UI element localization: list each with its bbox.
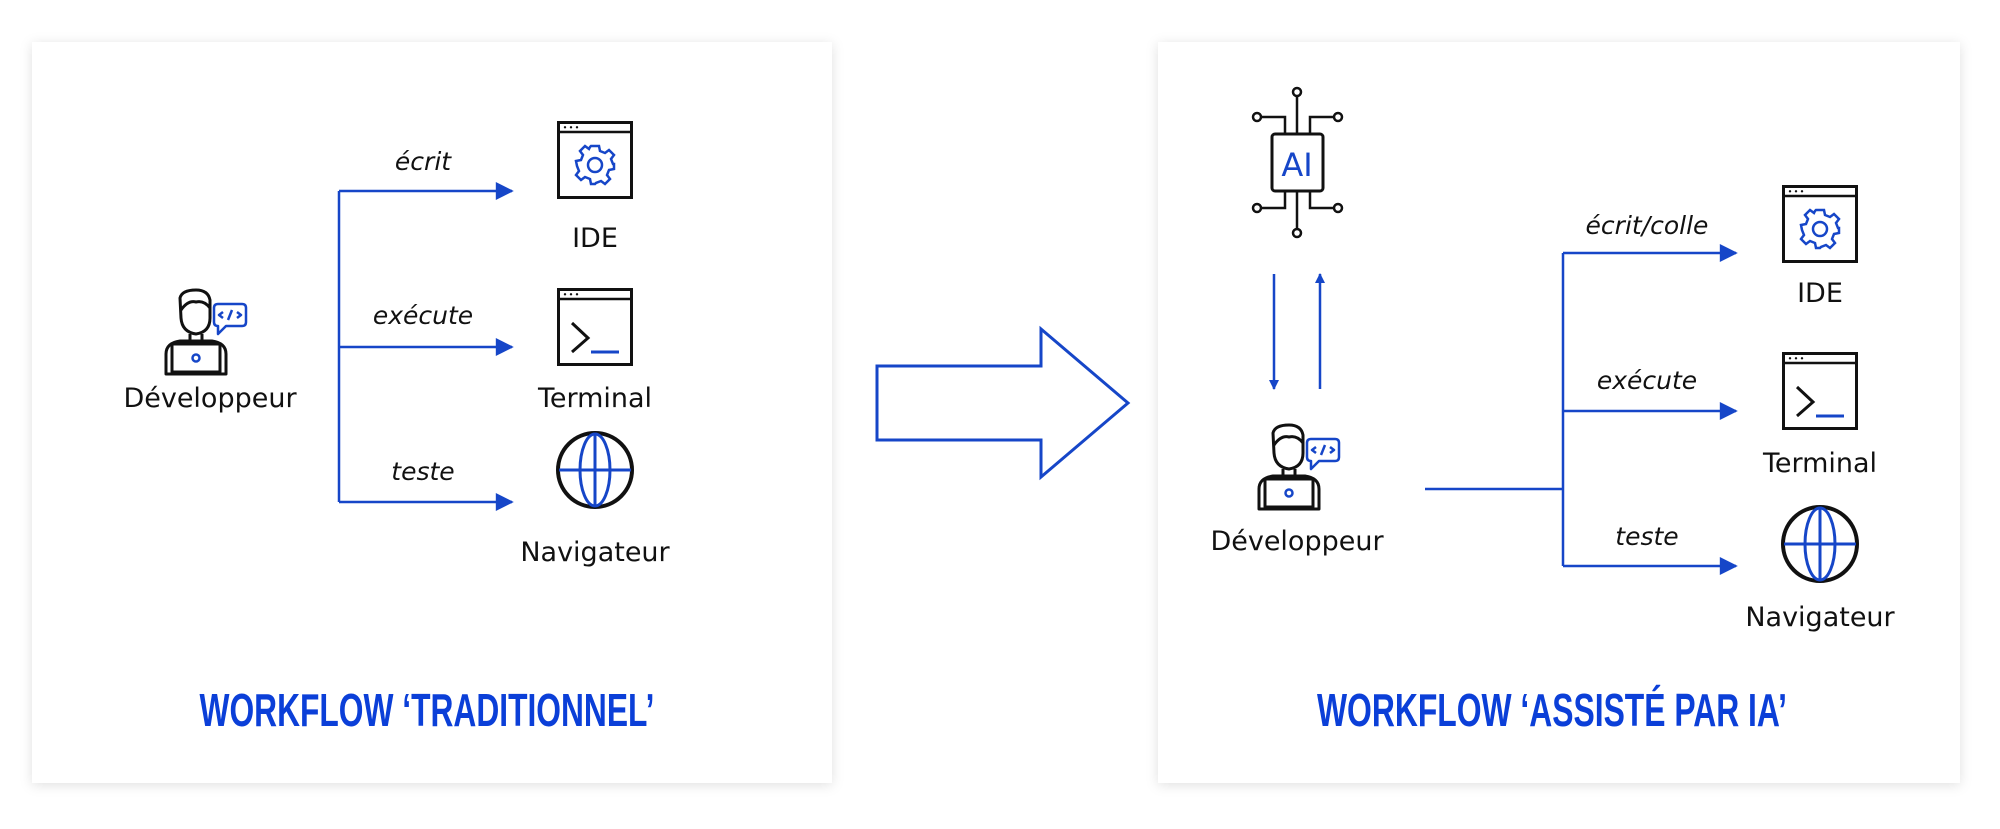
flow-verb: exécute (373, 301, 473, 330)
actor-label: Développeur (123, 383, 297, 414)
flow-verb: écrit (395, 147, 452, 176)
target-label: Terminal (537, 383, 652, 414)
target-label: Terminal (1762, 448, 1877, 479)
flow-connectors (337, 182, 514, 511)
big-right-arrow-icon (875, 325, 1131, 481)
target-label: Navigateur (1745, 602, 1895, 633)
ai-exchange-arrows (1269, 273, 1325, 390)
flow-verb: exécute (1597, 366, 1697, 395)
right-panel-title: WORKFLOW ‘ASSISTÉ PAR IA’ (1317, 684, 1787, 736)
actor-label: Développeur (1210, 526, 1384, 557)
ai-label: AI (1281, 146, 1312, 184)
flow-connectors (1425, 244, 1738, 575)
globe-icon (556, 431, 634, 509)
target-label: IDE (572, 223, 618, 254)
terminal-icon (1782, 352, 1858, 430)
left-panel (32, 42, 832, 783)
flow-verb: écrit/colle (1586, 211, 1709, 240)
flow-verb: teste (391, 457, 454, 486)
target-label: Navigateur (520, 537, 670, 568)
flow-verb: teste (1615, 522, 1678, 551)
ide-gear-icon (557, 121, 633, 199)
ai-chip-icon: AI (1251, 86, 1344, 239)
left-panel-title: WORKFLOW ‘TRADITIONNEL’ (200, 684, 655, 736)
terminal-icon (557, 288, 633, 366)
globe-icon (1781, 505, 1859, 583)
ide-gear-icon (1782, 185, 1858, 263)
target-label: IDE (1797, 278, 1843, 309)
